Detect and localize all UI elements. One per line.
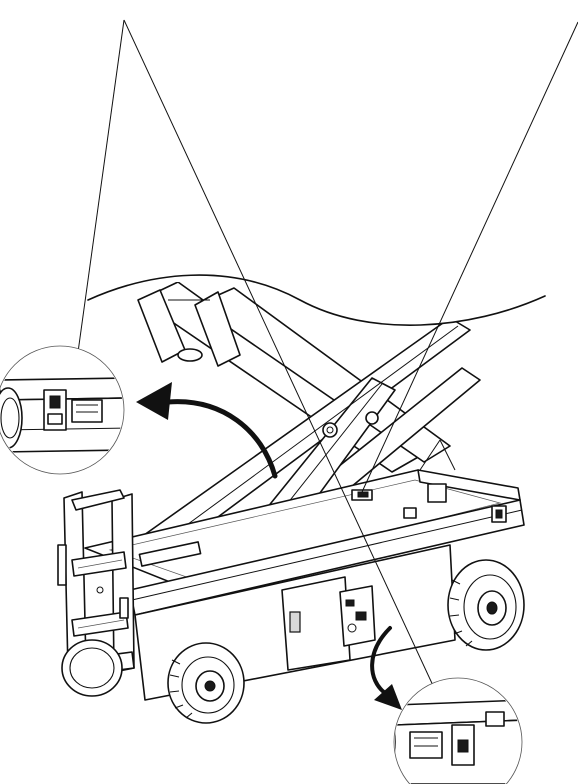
arrow-upper xyxy=(136,382,278,479)
detail-inset-upper-left xyxy=(0,345,125,475)
wheel-front-right xyxy=(167,642,245,724)
access-panel xyxy=(281,576,351,671)
ladder-rail-right xyxy=(111,493,135,673)
arrow-lower-head xyxy=(374,684,402,710)
cross-pipe xyxy=(138,541,202,567)
leader-line-2 xyxy=(123,19,463,749)
wheel-rear-right xyxy=(447,559,525,651)
leader-line-3 xyxy=(361,21,578,493)
entry-ladder xyxy=(57,489,135,677)
cutaway-wave xyxy=(0,0,578,326)
wheel-front-left xyxy=(61,639,123,697)
leader-lines xyxy=(69,19,578,749)
scissor-pivot-pin xyxy=(322,422,338,438)
arrow-upper-head xyxy=(136,382,172,420)
arrow-lower xyxy=(370,626,402,710)
cut-line xyxy=(87,274,546,326)
scissor-pivot-pin-2 xyxy=(365,411,379,425)
arm-end-block-b xyxy=(194,291,241,367)
leader-line-1 xyxy=(69,19,125,411)
detail-inset-lower-right xyxy=(393,677,523,784)
